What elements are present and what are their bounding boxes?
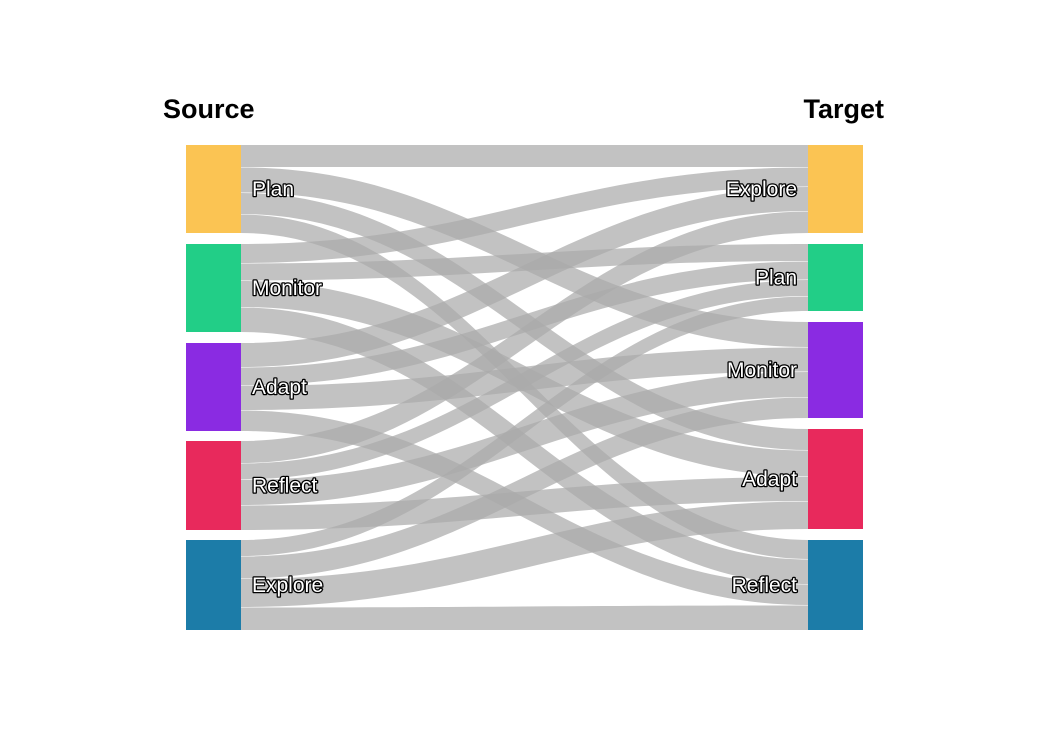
sankey-link[interactable] [241,145,808,167]
sankey-link[interactable] [241,280,808,480]
nodes-layer [186,145,863,630]
sankey-link[interactable] [241,605,808,631]
source-column-title: Source [163,94,255,124]
labels-layer: PlanMonitorAdaptReflectExploreExplorePla… [251,177,799,599]
source-node-plan[interactable] [186,145,241,233]
target-node-explore[interactable] [808,145,863,233]
links-layer [241,145,808,630]
source-node-label-adapt: Adapt [252,376,307,399]
source-node-explore[interactable] [186,540,241,630]
sankey-link[interactable] [241,372,808,505]
target-node-plan[interactable] [808,244,863,311]
sankey-link[interactable] [241,187,808,367]
source-node-reflect[interactable] [186,441,241,530]
sankey-link[interactable] [241,397,808,579]
sankey-link[interactable] [241,167,808,264]
sankey-link[interactable] [241,211,808,464]
source-node-adapt[interactable] [186,343,241,431]
target-column-title: Target [803,94,884,124]
target-node-label-explore: Explore [726,178,797,201]
source-node-label-monitor: Monitor [252,277,322,300]
titles-layer: Source Target [163,94,884,124]
sankey-link[interactable] [241,501,808,608]
sankey-link[interactable] [241,296,808,557]
source-node-label-plan: Plan [252,178,294,201]
target-node-reflect[interactable] [808,540,863,630]
target-node-monitor[interactable] [808,322,863,418]
source-node-label-reflect: Reflect [252,475,318,498]
sankey-link[interactable] [241,261,808,386]
target-node-label-monitor: Monitor [727,359,797,382]
target-node-label-plan: Plan [755,267,797,290]
target-node-adapt[interactable] [808,429,863,529]
target-node-label-reflect: Reflect [732,574,798,597]
target-node-label-adapt: Adapt [742,468,797,491]
source-node-label-explore: Explore [252,574,323,597]
source-node-monitor[interactable] [186,244,241,332]
